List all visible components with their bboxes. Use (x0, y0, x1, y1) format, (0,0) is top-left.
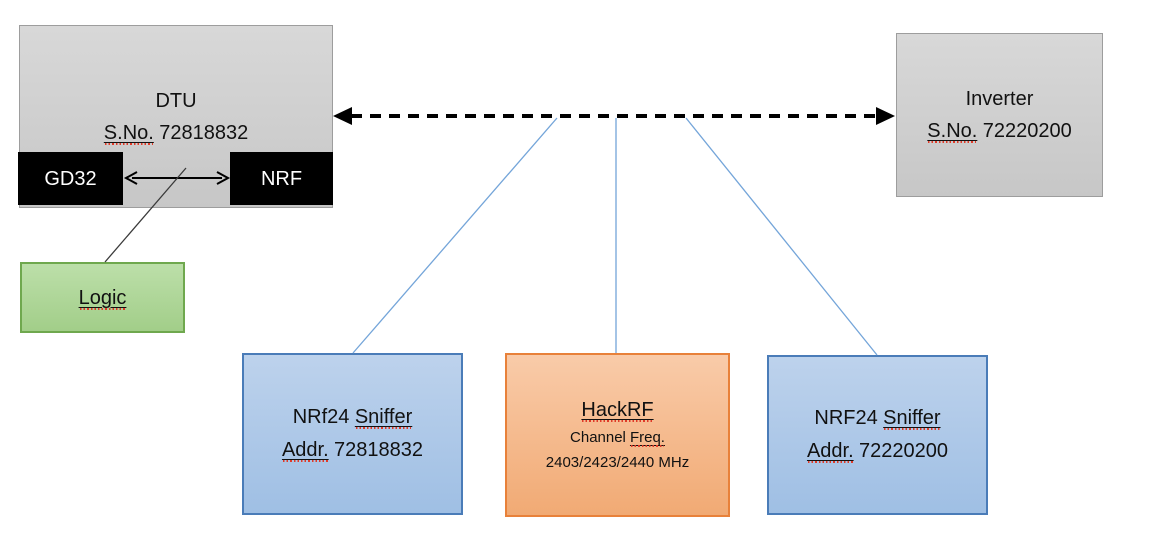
inverter-serial-label: S.No. (927, 120, 978, 142)
sniffer-left-tap-line (352, 117, 558, 354)
hackrf-freq-word: Freq. (629, 429, 665, 446)
inverter-box: Inverter S.No.72220200 (896, 33, 1103, 197)
sniffer-left-addr-label: Addr. (281, 439, 329, 461)
sniffer-left-addr-line: Addr.72818832 (282, 434, 423, 467)
sniffer-right-addr-label: Addr. (806, 440, 854, 462)
sniffer-right-addr-number: 72220200 (859, 440, 949, 462)
inverter-serial-line: S.No.72220200 (927, 115, 1071, 147)
inverter-serial-number: 72220200 (982, 120, 1072, 142)
logic-box: Logic (20, 262, 185, 333)
dtu-serial-number: 72818832 (159, 121, 249, 144)
dtu-title: DTU (155, 89, 197, 112)
dtu-serial-label: S.No. (103, 121, 154, 144)
sniffer-left-name: NRf24 (292, 406, 350, 428)
hackrf-frequencies: 2403/2423/2440 MHz (545, 454, 690, 471)
sniffer-right-name: NRF24 (814, 407, 878, 429)
gd32-chip: GD32 (18, 152, 123, 205)
sniffer-left-addr-number: 72818832 (334, 439, 424, 461)
inverter-title: Inverter (965, 88, 1034, 110)
hackrf-channel-word: Channel (570, 429, 626, 446)
logic-label: Logic (78, 286, 127, 309)
sniffer-right-type: Sniffer (883, 407, 941, 429)
dashed-link-right-arrowhead-icon (876, 107, 895, 125)
sniffer-right-addr-line: Addr.72220200 (807, 435, 948, 468)
sniffer-right-tap-line (685, 117, 878, 356)
hackrf-title: HackRF (581, 399, 654, 421)
nrf-label: NRF (260, 167, 303, 190)
gd32-label: GD32 (44, 167, 97, 190)
sniffer-left-type: Sniffer (354, 406, 413, 428)
nrf-chip: NRF (230, 152, 333, 205)
dtu-serial-line: S.No.72818832 (104, 117, 248, 149)
dashed-link-left-arrowhead-icon (333, 107, 352, 125)
